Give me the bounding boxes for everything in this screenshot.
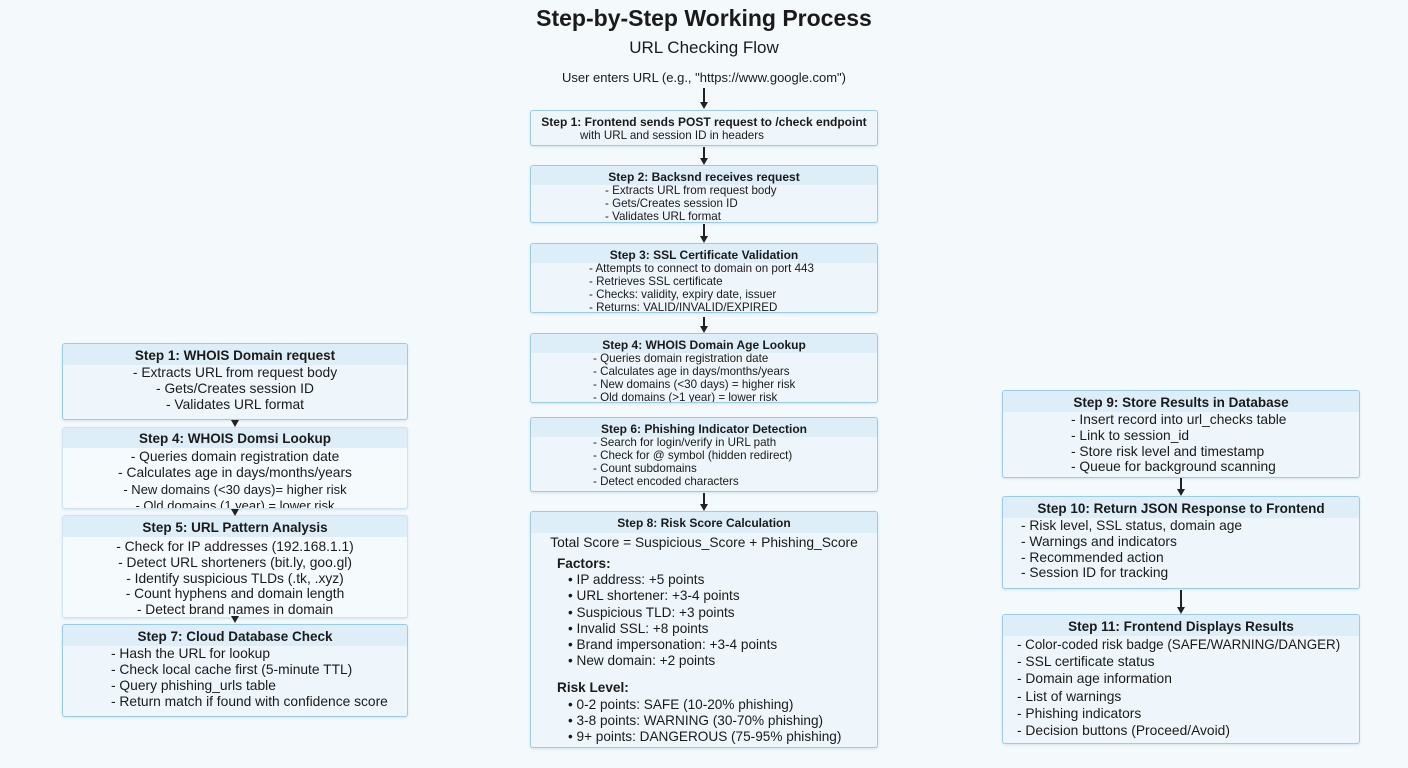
right-step10-line: - Recommended action — [1021, 549, 1164, 565]
right-step11-title: Step 11: Frontend Displays Results — [1003, 615, 1359, 636]
left-step4-title: Step 4: WHOIS Domsi Lookup — [63, 428, 407, 448]
center-step4-line: - Queries domain registration date — [593, 352, 769, 365]
center-step8-box: Step 8: Risk Score Calculation Total Sco… — [530, 511, 878, 748]
center-step3-line: - Checks: validity, expiry date, issuer — [589, 287, 777, 301]
right-step9-line: - Store risk level and timestamp — [1071, 443, 1265, 459]
left-step7-line: - Check local cache first (5-minute TTL) — [111, 661, 353, 677]
risk-level-label: Risk Level: — [557, 680, 629, 696]
factor-item: • Suspicious TLD: +3 points — [568, 604, 735, 620]
left-step5-box: Step 5: URL Pattern Analysis - Check for… — [62, 515, 408, 618]
left-step7-line: - Query phishing_urls table — [111, 677, 276, 693]
right-step11-box: Step 11: Frontend Displays Results - Col… — [1002, 614, 1360, 744]
right-step11-line: - Phishing indicators — [1017, 705, 1142, 721]
center-step6-line: - Search for login/verify in URL path — [593, 436, 777, 449]
center-step4-line: - Old domains (>1 year) = lower risk — [593, 390, 778, 403]
center-step4-title: Step 4: WHOIS Domain Age Lookup — [531, 334, 877, 353]
factors-label: Factors: — [557, 556, 611, 571]
risk-level-item: • 0-2 points: SAFE (10-20% phishing) — [568, 696, 794, 712]
entry-text: User enters URL (e.g., "https://www.goog… — [561, 70, 847, 85]
left-step4-line: - Calculates age in days/months/years — [118, 465, 352, 481]
center-step4-box: Step 4: WHOIS Domain Age Lookup - Querie… — [530, 333, 878, 403]
center-step2-line: - Validates URL format — [605, 209, 721, 223]
center-step8-title: Step 8: Risk Score Calculation — [531, 512, 877, 533]
factor-item: • IP address: +5 points — [568, 572, 705, 588]
diagram-subtitle: URL Checking Flow — [629, 38, 779, 57]
center-step1-title: Step 1: Frontend sends POST request to /… — [541, 115, 867, 129]
left-step1-line: - Extracts URL from request body — [132, 365, 338, 380]
left-step5-line: - Detect URL shorteners (bit.ly, goo.gl) — [118, 554, 352, 570]
left-step4-line: - Queries domain registration date — [130, 449, 340, 464]
right-step9-line: - Insert record into url_checks table — [1071, 412, 1287, 427]
center-step6-line: - Check for @ symbol (hidden redirect) — [593, 448, 793, 462]
right-step10-line: - Warnings and indicators — [1021, 533, 1177, 549]
left-step4-box: Step 4: WHOIS Domsi Lookup - Queries dom… — [62, 427, 408, 509]
center-step3-title: Step 3: SSL Certificate Validation — [531, 244, 877, 263]
center-step2-line: - Extracts URL from request body — [605, 184, 777, 197]
left-step7-line: - Return match if found with confidence … — [111, 693, 388, 709]
left-step4-line: - Old domains (1 year) = lower risk — [135, 497, 335, 509]
left-step7-box: Step 7: Cloud Database Check - Hash the … — [62, 624, 408, 717]
right-step9-box: Step 9: Store Results in Database - Inse… — [1002, 390, 1360, 478]
left-step5-line: - Count hyphens and domain length — [125, 586, 345, 602]
factor-item: • New domain: +2 points — [568, 653, 716, 669]
center-step1-box: Step 1: Frontend sends POST request to /… — [530, 110, 878, 146]
right-step11-line: - Color-coded risk badge (SAFE/WARNING/D… — [1017, 637, 1341, 652]
left-step1-title: Step 1: WHOIS Domain request — [63, 344, 407, 365]
center-step3-box: Step 3: SSL Certificate Validation - Att… — [530, 243, 878, 313]
risk-level-item: • 9+ points: DANGEROUS (75-95% phishing) — [568, 729, 842, 745]
factor-item: • URL shortener: +3-4 points — [568, 588, 740, 604]
factor-item: • Invalid SSL: +8 points — [568, 620, 709, 636]
center-step3-line: - Attempts to connect to domain on port … — [589, 262, 814, 275]
center-step6-line: - Detect encoded characters — [593, 474, 739, 488]
center-step6-title: Step 6: Phishing Indicator Detection — [531, 418, 877, 437]
center-step1-line: with URL and session ID in headers — [580, 129, 764, 142]
left-step7-line: - Hash the URL for lookup — [111, 646, 270, 661]
center-step2-box: Step 2: Backsnd receives request - Extra… — [530, 165, 878, 223]
factor-item: • Brand impersonation: +3-4 points — [568, 637, 778, 653]
right-step11-line: - SSL certificate status — [1017, 654, 1155, 670]
right-step11-line: - List of warnings — [1017, 688, 1122, 704]
right-step10-line: - Risk level, SSL status, domain age — [1021, 518, 1243, 533]
right-step10-box: Step 10: Return JSON Response to Fronten… — [1002, 496, 1360, 589]
left-step7-title: Step 7: Cloud Database Check — [63, 625, 407, 646]
left-step1-line: - Gets/Creates session ID — [156, 380, 314, 396]
center-step6-line: - Count subdomains — [593, 461, 697, 475]
center-step4-line: - Calculates age in days/months/years — [593, 364, 790, 378]
left-step5-line: - Detect brand names in domain — [136, 602, 334, 618]
right-step11-line: - Domain age information — [1017, 671, 1172, 687]
center-step3-line: - Retrieves SSL certificate — [589, 274, 723, 288]
center-step6-box: Step 6: Phishing Indicator Detection - S… — [530, 417, 878, 492]
risk-level-item: • 3-8 points: WARNING (30-70% phishing) — [568, 712, 824, 728]
right-step9-line: - Queue for background scanning — [1071, 459, 1276, 475]
right-step10-title: Step 10: Return JSON Response to Fronten… — [1003, 497, 1359, 518]
left-step1-line: - Validates URL format — [165, 396, 305, 412]
left-step4-line: - New domains (<30 days)= higher risk — [123, 481, 347, 497]
right-step9-title: Step 9: Store Results in Database — [1003, 391, 1359, 412]
center-step4-line: - New domains (<30 days) = higher risk — [593, 377, 796, 391]
right-step9-line: - Link to session_id — [1071, 427, 1190, 443]
total-score-formula: Total Score = Suspicious_Score + Phishin… — [550, 535, 858, 550]
center-step3-line: - Returns: VALID/INVALID/EXPIRED — [589, 300, 778, 313]
left-step1-box: Step 1: WHOIS Domain request - Extracts … — [62, 343, 408, 420]
diagram-title: Step-by-Step Working Process — [536, 5, 872, 31]
left-step5-line: - Check for IP addresses (192.168.1.1) — [116, 539, 354, 554]
right-step10-line: - Session ID for tracking — [1021, 565, 1169, 581]
right-step11-line: - Decision buttons (Proceed/Avoid) — [1017, 723, 1230, 739]
left-step5-line: - Identify suspicious TLDs (.tk, .xyz) — [126, 570, 344, 586]
center-step2-line: - Gets/Creates session ID — [605, 196, 738, 210]
center-step2-title: Step 2: Backsnd receives request — [531, 166, 877, 185]
left-step5-title: Step 5: URL Pattern Analysis — [63, 516, 407, 537]
